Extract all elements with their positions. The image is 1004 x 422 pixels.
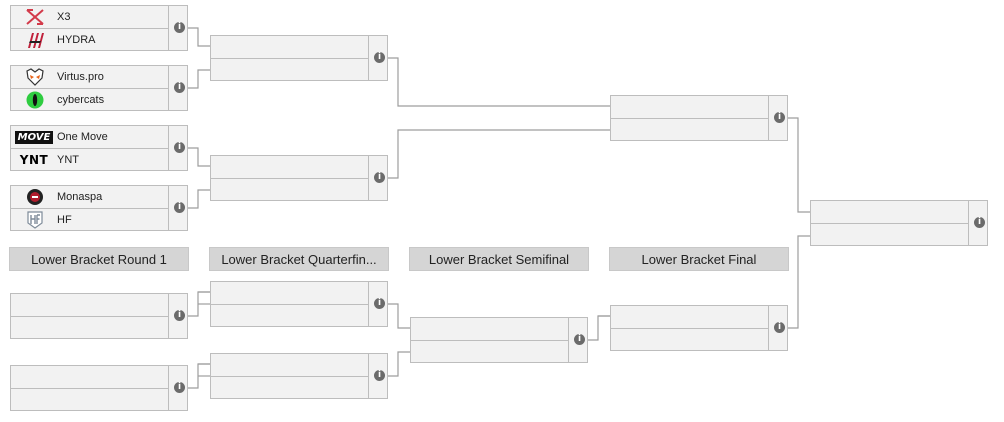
team-slot[interactable] [611, 329, 769, 351]
round-label-lb-final[interactable]: Lower Bracket Final [609, 247, 789, 271]
match-upper-qf-1: i [210, 35, 388, 81]
match-upper-qf-2: i [210, 155, 388, 201]
team-slot[interactable] [211, 282, 369, 304]
onemove-logo-icon: MOVE [14, 128, 54, 146]
match-info-icon[interactable]: i [374, 370, 385, 381]
match-upper-r1-1: X3 HYDRA i [10, 5, 188, 51]
team-slot[interactable]: HF [11, 209, 169, 231]
match-info-icon[interactable]: i [174, 82, 185, 93]
team-slot[interactable] [411, 341, 569, 363]
team-name: One Move [57, 131, 108, 143]
match-info-icon[interactable]: i [974, 217, 985, 228]
team-slot[interactable]: Virtus.pro [11, 66, 169, 88]
match-lower-qf-1: i [210, 281, 388, 327]
team-slot[interactable] [11, 294, 169, 316]
match-info-icon[interactable]: i [174, 310, 185, 321]
match-info-icon[interactable]: i [574, 334, 585, 345]
ynt-logo-icon: YNT [19, 153, 49, 167]
match-info-icon[interactable]: i [174, 22, 185, 33]
team-slot[interactable]: X3 [11, 6, 169, 28]
team-slot[interactable] [211, 59, 369, 81]
team-slot[interactable]: YNT YNT [11, 149, 169, 171]
cybercats-logo-icon [23, 91, 47, 109]
round-label-lb-r1[interactable]: Lower Bracket Round 1 [9, 247, 189, 271]
team-slot[interactable] [611, 96, 769, 118]
monaspa-logo-icon [23, 188, 47, 206]
team-slot[interactable] [211, 377, 369, 399]
hydra-logo-icon [23, 31, 47, 49]
match-grand-final: i [810, 200, 988, 246]
match-lower-final: i [610, 305, 788, 351]
match-info-icon[interactable]: i [374, 298, 385, 309]
team-name: Virtus.pro [57, 71, 104, 83]
hf-logo-icon [23, 211, 47, 229]
team-name: Monaspa [57, 191, 103, 203]
team-slot[interactable] [11, 389, 169, 411]
team-slot[interactable]: cybercats [11, 89, 169, 111]
team-slot[interactable]: HYDRA [11, 29, 169, 51]
match-info-icon[interactable]: i [774, 322, 785, 333]
team-name: HYDRA [57, 34, 96, 46]
match-info-icon[interactable]: i [174, 382, 185, 393]
match-lower-r1-1: i [10, 293, 188, 339]
match-info-icon[interactable]: i [174, 142, 185, 153]
team-slot[interactable]: MOVE One Move [11, 126, 169, 148]
team-slot[interactable] [11, 366, 169, 388]
match-upper-r1-4: Monaspa HF i [10, 185, 188, 231]
team-name: YNT [57, 154, 79, 166]
team-slot[interactable] [611, 306, 769, 328]
match-upper-r1-2: Virtus.pro cybercats i [10, 65, 188, 111]
team-name: HF [57, 214, 72, 226]
team-slot[interactable] [211, 36, 369, 58]
virtuspro-logo-icon [23, 68, 47, 86]
team-slot[interactable] [611, 119, 769, 141]
match-info-icon[interactable]: i [774, 112, 785, 123]
match-info-icon[interactable]: i [374, 172, 385, 183]
round-label-lb-qf[interactable]: Lower Bracket Quarterfin... [209, 247, 389, 271]
match-upper-r1-3: MOVE One Move YNT YNT i [10, 125, 188, 171]
match-lower-r1-2: i [10, 365, 188, 411]
team-slot[interactable] [811, 224, 969, 246]
match-info-icon[interactable]: i [174, 202, 185, 213]
team-slot[interactable] [211, 179, 369, 201]
team-name: cybercats [57, 94, 105, 106]
team-slot[interactable]: Monaspa [11, 186, 169, 208]
match-upper-sf: i [610, 95, 788, 141]
x3-logo-icon [23, 8, 47, 26]
team-slot[interactable] [11, 317, 169, 339]
team-slot[interactable] [211, 354, 369, 376]
round-label-lb-sf[interactable]: Lower Bracket Semifinal [409, 247, 589, 271]
team-slot[interactable] [811, 201, 969, 223]
match-lower-qf-2: i [210, 353, 388, 399]
team-slot[interactable] [211, 305, 369, 327]
team-slot[interactable] [211, 156, 369, 178]
team-slot[interactable] [411, 318, 569, 340]
team-name: X3 [57, 11, 71, 23]
match-info-icon[interactable]: i [374, 52, 385, 63]
match-lower-sf: i [410, 317, 588, 363]
